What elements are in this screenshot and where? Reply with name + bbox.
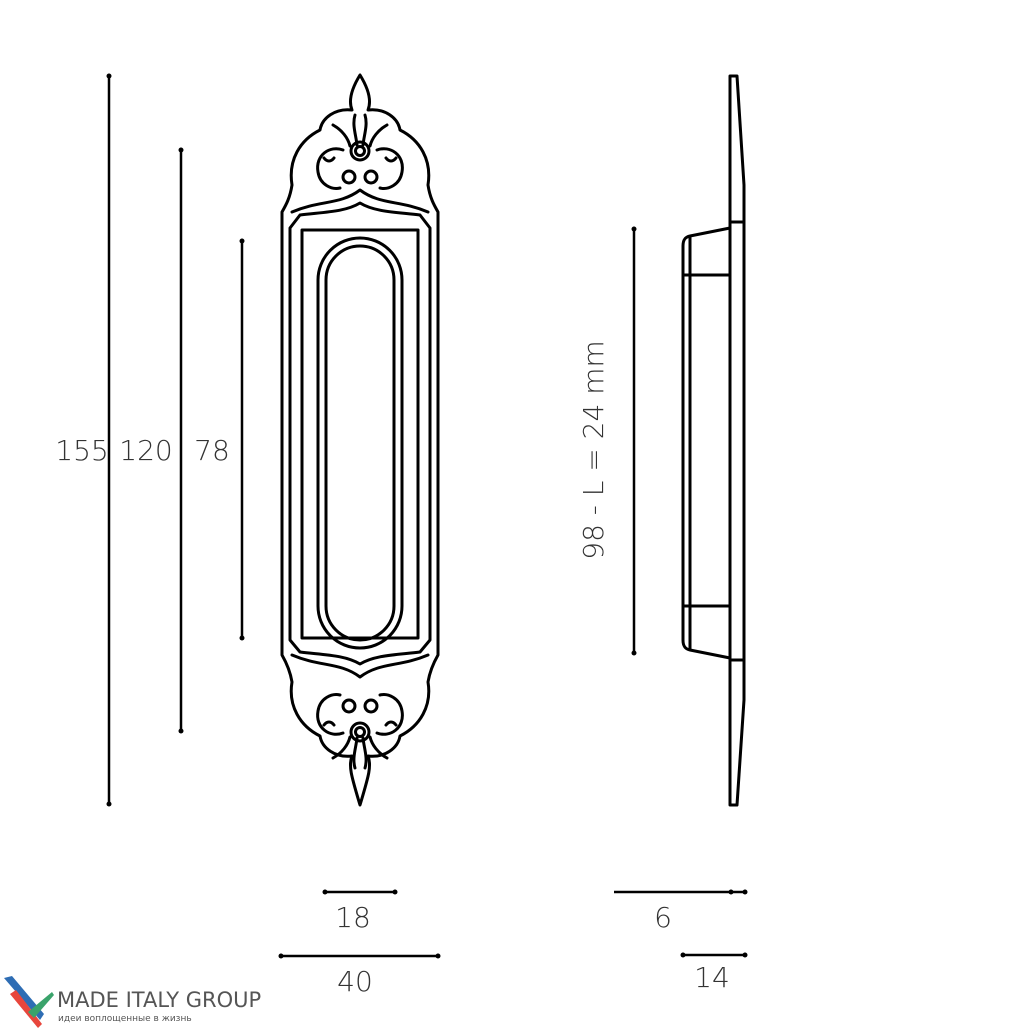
dim-height-body: 120	[119, 434, 172, 467]
dim-width-total: 40	[337, 965, 373, 998]
dim-width-opening: 18	[335, 901, 371, 934]
dim-side-length: 98 - L = 24 mm	[577, 340, 610, 559]
dim-height-opening: 78	[194, 434, 230, 467]
dim-depth-plate: 6	[654, 901, 672, 934]
logo-blue-stroke-icon	[4, 976, 44, 1020]
side-view	[681, 74, 746, 807]
front-view	[280, 73, 440, 807]
logo-tagline: идеи воплощенные в жизнь	[58, 1014, 192, 1024]
logo: MADE ITALY GROUP идеи воплощенные в жизн…	[4, 976, 261, 1028]
logo-title: MADE ITALY GROUP	[57, 988, 261, 1012]
dimension-lines	[106, 73, 748, 959]
bottom-ornament	[316, 693, 404, 770]
logo-green-stroke-icon	[28, 992, 54, 1018]
dim-height-total: 155	[55, 434, 108, 467]
logo-red-stroke-icon	[10, 990, 42, 1028]
dim-depth-body: 14	[694, 961, 730, 994]
top-ornament	[316, 113, 404, 190]
